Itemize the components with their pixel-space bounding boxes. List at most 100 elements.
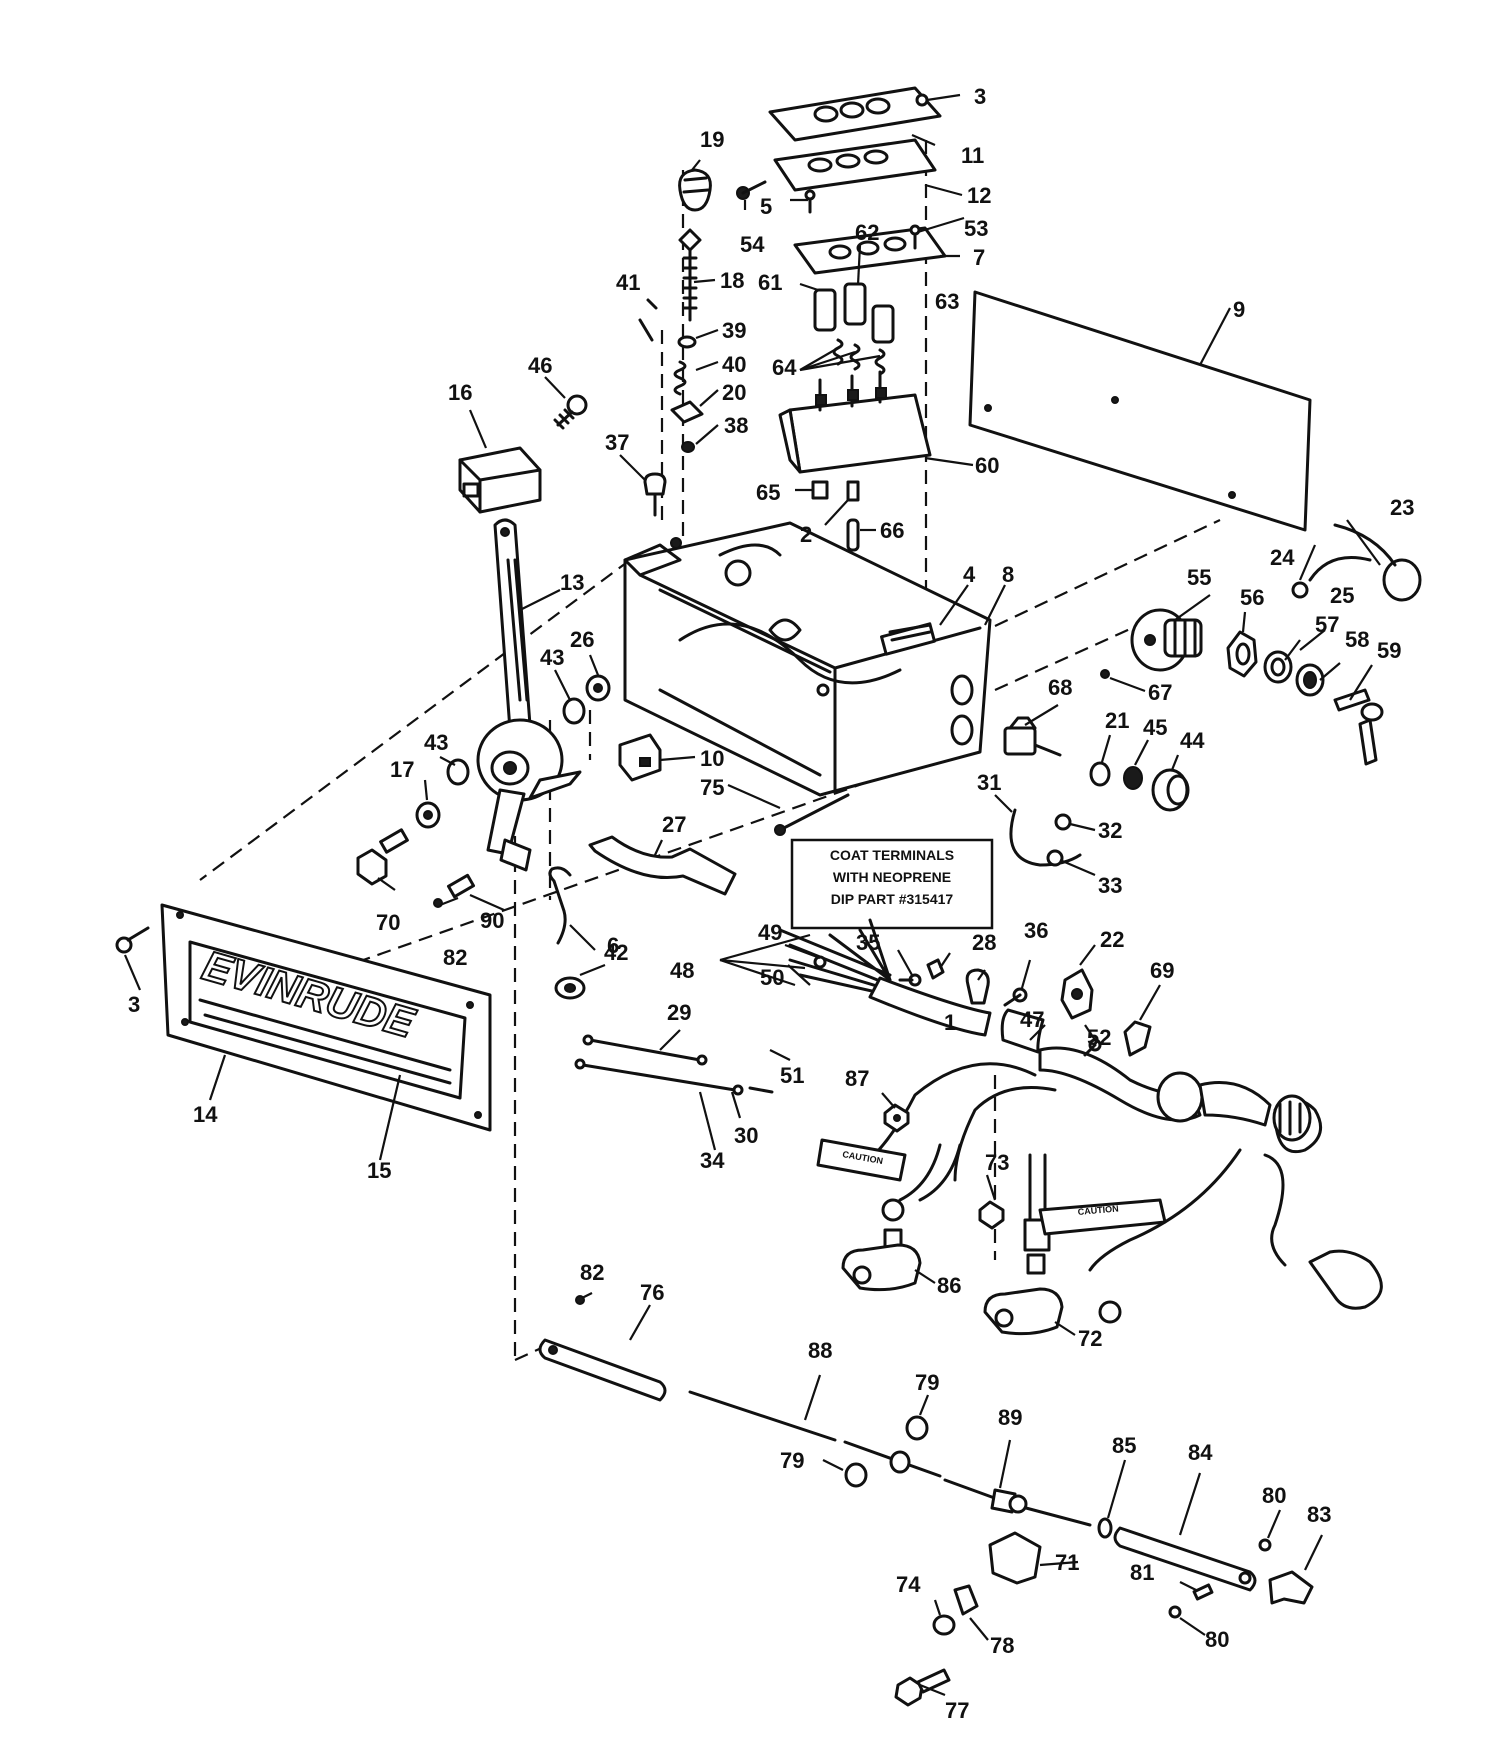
callout-61: 61	[758, 270, 782, 295]
callout-16: 16	[448, 380, 472, 405]
callout-84: 84	[1188, 1440, 1213, 1465]
note-line-2: WITH NEOPRENE	[833, 869, 951, 885]
callout-1: 1	[944, 1010, 956, 1035]
assembly-lines	[199, 140, 1221, 1362]
knob-assembly	[638, 168, 712, 453]
part-3-screw	[115, 926, 150, 954]
callout-73: 73	[985, 1150, 1009, 1175]
callout-51: 51	[780, 1063, 804, 1088]
nameplate: EVINRUDE	[160, 903, 492, 1132]
ignition-keys	[1333, 688, 1384, 766]
note-box: COAT TERMINALS WITH NEOPRENE DIP PART #3…	[790, 838, 994, 930]
callout-5: 5	[760, 194, 772, 219]
callout-24: 24	[1270, 545, 1295, 570]
callout-22: 22	[1100, 927, 1124, 952]
part-84-rod	[1113, 1526, 1257, 1592]
callout-58: 58	[1345, 627, 1369, 652]
callout-76: 76	[640, 1280, 664, 1305]
callout-64: 64	[772, 355, 797, 380]
part-71	[988, 1531, 1042, 1585]
callout-12: 12	[967, 183, 991, 208]
callout-4: 4	[963, 562, 976, 587]
callout-86: 86	[937, 1273, 961, 1298]
callout-17: 17	[390, 757, 414, 782]
callout-53: 53	[964, 216, 988, 241]
callout-83: 83	[1307, 1502, 1331, 1527]
cover-plate	[768, 86, 942, 142]
part-68	[1003, 716, 1062, 757]
callout-82a: 82	[443, 945, 467, 970]
callout-8: 8	[1002, 562, 1014, 587]
callout-67: 67	[1148, 680, 1172, 705]
callout-34: 34	[700, 1148, 725, 1173]
callout-numbers: 1 2 3 3 4 5 6 7 8 9 10 11 12 13 14 15 16…	[128, 84, 1414, 1723]
callout-7: 7	[973, 245, 985, 270]
note-line-1: COAT TERMINALS	[830, 847, 954, 863]
callout-72: 72	[1078, 1326, 1102, 1351]
part-90	[446, 873, 476, 899]
callout-18: 18	[720, 268, 744, 293]
callout-88: 88	[808, 1338, 832, 1363]
gasket-plate	[773, 138, 937, 192]
switch-block	[778, 370, 932, 474]
callout-36: 36	[1024, 918, 1048, 943]
callout-71: 71	[1055, 1550, 1079, 1575]
part-43b	[446, 758, 470, 786]
control-lever	[476, 518, 582, 872]
part-85	[1097, 1517, 1113, 1539]
callout-31: 31	[977, 770, 1001, 795]
caution-labels: CAUTION CAUTION	[816, 1103, 1167, 1236]
push-buttons	[813, 282, 895, 376]
callout-10: 10	[700, 746, 724, 771]
callout-70: 70	[376, 910, 400, 935]
callout-30: 30	[734, 1123, 758, 1148]
callout-60: 60	[975, 453, 999, 478]
callout-52: 52	[1087, 1025, 1111, 1050]
cable-88	[688, 1390, 837, 1442]
callout-42: 42	[604, 940, 628, 965]
callout-41: 41	[616, 270, 640, 295]
callout-69: 69	[1150, 958, 1174, 983]
callout-40: 40	[722, 352, 746, 377]
part-23-boot	[1291, 523, 1422, 602]
part-2	[846, 480, 860, 502]
callout-54: 54	[740, 232, 765, 257]
part-74	[932, 1614, 956, 1636]
leader-lines	[123, 93, 1381, 1697]
callout-50: 50	[760, 965, 784, 990]
part-70	[356, 828, 409, 886]
callout-79a: 79	[915, 1370, 939, 1395]
callout-85: 85	[1112, 1433, 1136, 1458]
callout-90: 90	[480, 908, 504, 933]
note-line-3: DIP PART #315417	[831, 891, 954, 907]
ignition-switch	[1130, 608, 1203, 672]
part-67	[1100, 669, 1110, 679]
callout-80b: 80	[1205, 1627, 1229, 1652]
callout-25: 25	[1330, 583, 1354, 608]
pin-66	[846, 518, 860, 552]
part-65	[811, 480, 829, 500]
battery-clamp-72	[983, 1253, 1064, 1336]
switch-nut	[1226, 630, 1258, 678]
wire-harness	[778, 918, 1383, 1324]
callout-87: 87	[845, 1066, 869, 1091]
part-27	[588, 835, 737, 896]
part-43a	[562, 697, 586, 725]
part-81	[1192, 1583, 1214, 1601]
callout-62: 62	[855, 220, 879, 245]
part-80a	[1258, 1538, 1272, 1552]
part-78	[953, 1584, 979, 1616]
callout-63: 63	[935, 289, 959, 314]
callout-66: 66	[880, 518, 904, 543]
callout-82b: 82	[580, 1260, 604, 1285]
callout-65: 65	[756, 480, 780, 505]
callout-11: 11	[961, 143, 984, 168]
callout-68: 68	[1048, 675, 1072, 700]
callout-39: 39	[722, 318, 746, 343]
callout-32: 32	[1098, 818, 1122, 843]
callout-79b: 79	[780, 1448, 804, 1473]
callout-57: 57	[1315, 612, 1339, 637]
callout-37: 37	[605, 430, 629, 455]
part-77-bolt	[894, 1668, 951, 1707]
